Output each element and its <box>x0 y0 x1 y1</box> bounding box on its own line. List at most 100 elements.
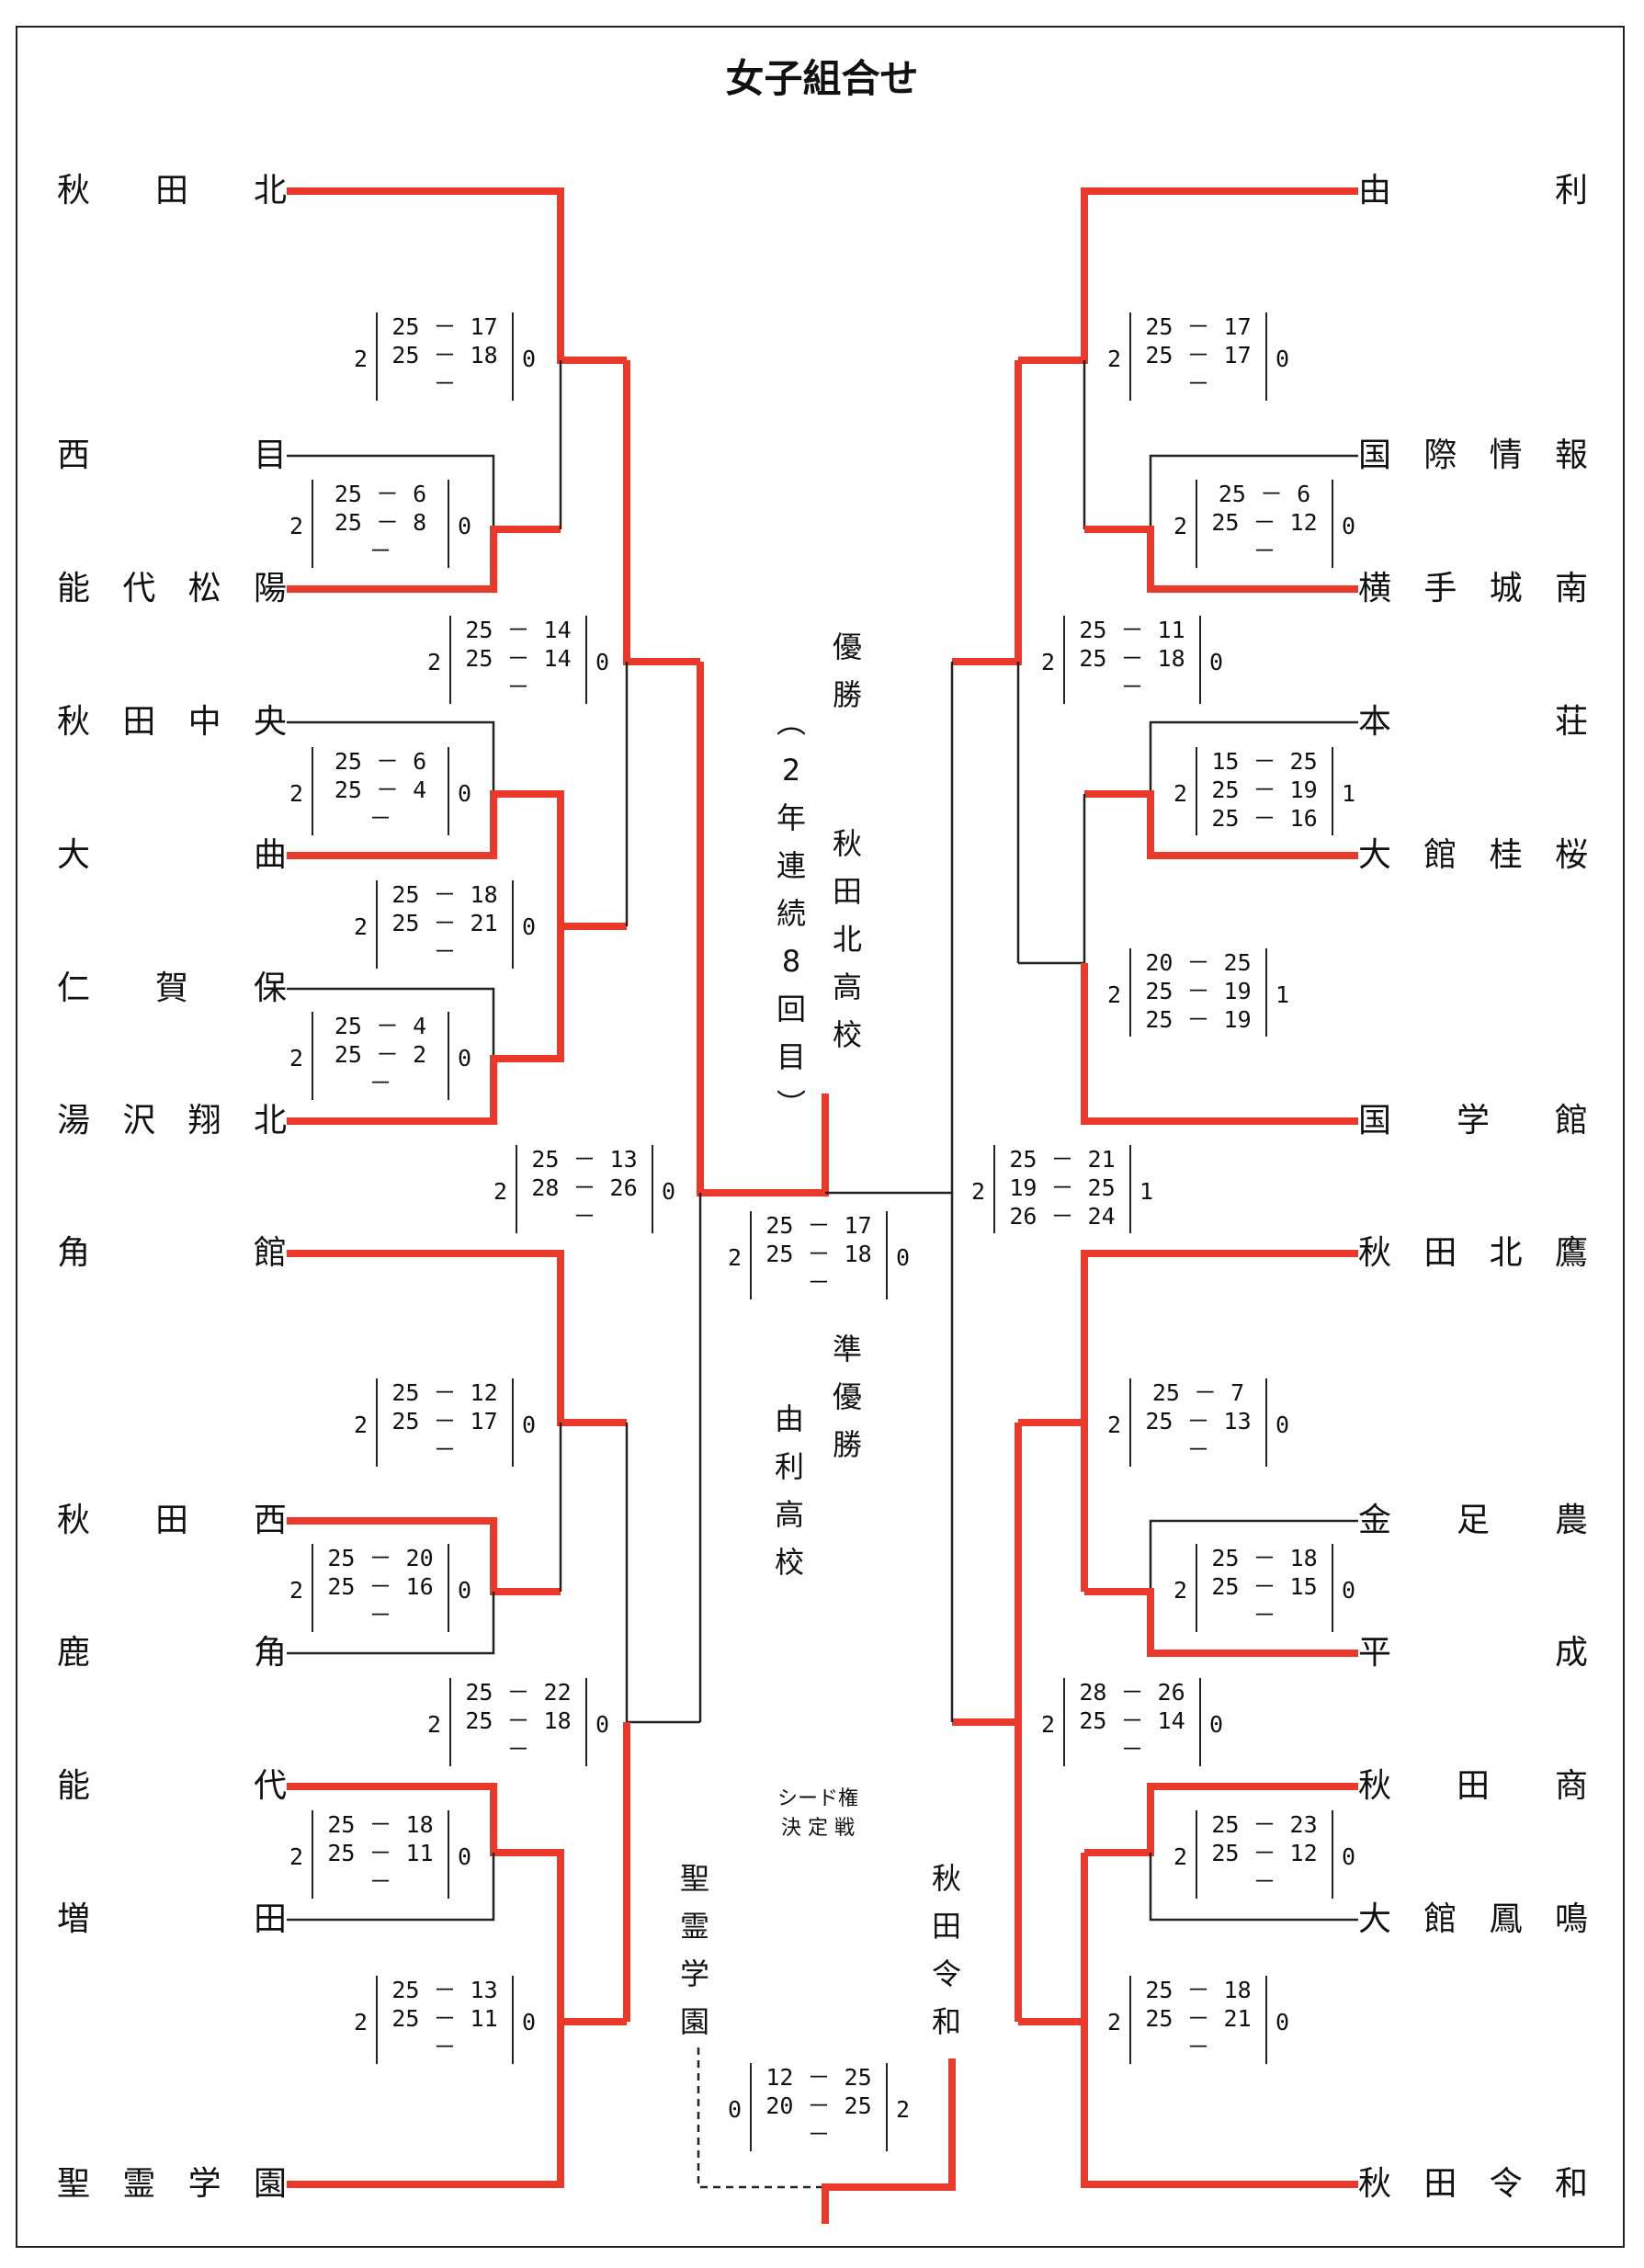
set-score: － <box>368 538 392 564</box>
team-char: 鹿 <box>57 1634 91 1672</box>
set-score: 25 － 6 <box>334 481 427 507</box>
set-score: 25 － 19 <box>1145 978 1252 1004</box>
set-score: 25 － 18 <box>465 1707 572 1734</box>
set-score: 25 － 16 <box>1211 805 1318 832</box>
vchar: 校 <box>775 1545 805 1580</box>
team-char: 田 <box>1423 1234 1457 1272</box>
bracket-line <box>1149 454 1358 529</box>
sets-won-right: 1 <box>1139 1178 1154 1205</box>
winner-line <box>1018 1853 1088 2025</box>
set-score: 25 － 17 <box>391 313 498 340</box>
team-char: 鷹 <box>1554 1234 1588 1272</box>
left-team-7: 角館 <box>57 1232 287 1275</box>
winner-line <box>623 360 700 665</box>
team-char: 田 <box>253 1900 287 1938</box>
sets-won-right: 0 <box>522 2009 537 2036</box>
sets-won-left: 2 <box>426 649 441 675</box>
champion-team: 秋田北高校 <box>833 820 862 1059</box>
set-score: 25 － 18 <box>327 1811 434 1838</box>
right-team-10: 大館鳳鳴 <box>1358 1899 1588 1941</box>
sets-won-right: 1 <box>1342 780 1356 807</box>
team-char: 大 <box>57 836 91 874</box>
sets-won-right: 0 <box>595 649 610 675</box>
left-team-1: 西目 <box>57 435 287 477</box>
set-score: － <box>573 1203 596 1230</box>
set-score: 25 － 20 <box>327 1545 434 1571</box>
set-score: 12 － 25 <box>765 2064 872 2091</box>
team-char: 田 <box>1423 2165 1457 2203</box>
sets-won-left: 2 <box>1106 346 1121 372</box>
vchar: 勝 <box>833 677 863 712</box>
vchar: 高 <box>833 970 863 1004</box>
set-score: 25 － 18 <box>1211 1545 1318 1571</box>
set-score: 25 － 14 <box>1079 1707 1185 1734</box>
team-char: 鳴 <box>1554 1900 1588 1938</box>
sets-won-left: 2 <box>1040 649 1055 675</box>
set-score: － <box>1253 1602 1276 1628</box>
sets-won-right: 0 <box>1276 2009 1290 2036</box>
team-char: 秋 <box>57 172 91 210</box>
vchar: 秋 <box>932 1861 962 1896</box>
team-char: 横 <box>1358 570 1392 607</box>
set-score: － <box>1253 538 1276 564</box>
right-team-4: 大館桂桜 <box>1358 834 1588 877</box>
set-score: － <box>506 1736 530 1763</box>
sets-won-right: 0 <box>458 1045 472 1072</box>
team-char: 足 <box>1456 1502 1490 1539</box>
right-team-0: 由利 <box>1358 170 1588 212</box>
winner-line <box>952 1423 1022 1726</box>
winner-line <box>287 187 627 364</box>
sets-won-left: 2 <box>1040 1711 1055 1738</box>
team-char: 館 <box>1423 1900 1457 1938</box>
set-score: － <box>506 674 530 700</box>
set-score: － <box>368 1868 392 1895</box>
right-team-6: 秋田北鷹 <box>1358 1232 1588 1275</box>
left-team-2: 能代松陽 <box>57 568 287 610</box>
team-char: 増 <box>57 1900 91 1938</box>
left-team-12: 聖霊学園 <box>57 2163 287 2206</box>
set-score: 28 － 26 <box>1079 1679 1185 1706</box>
set-score: － <box>368 1070 392 1096</box>
sets-won-left: 2 <box>289 1577 303 1604</box>
seed-team-right: 秋田令和 <box>932 1854 961 2046</box>
set-score: 25 － 16 <box>327 1573 434 1600</box>
team-char: 秋 <box>1358 2165 1392 2203</box>
set-score: 25 － 13 <box>391 1977 498 2003</box>
winner-line <box>952 360 1022 665</box>
seed-label: シード権 決 定 戦 <box>763 1785 873 1843</box>
team-char: 能 <box>57 1767 91 1805</box>
team-char: 角 <box>253 1634 287 1672</box>
team-char: 代 <box>122 570 156 607</box>
team-char: 秋 <box>1358 1767 1392 1805</box>
set-score: 25 － 12 <box>1211 1840 1318 1866</box>
winner-line <box>287 1250 627 1426</box>
set-score: － <box>1120 674 1144 700</box>
vchar: 年 <box>777 800 807 835</box>
sets-won-right: 0 <box>1342 1843 1356 1870</box>
sets-won-left: 2 <box>1106 981 1121 1008</box>
set-score: 25 － 15 <box>1211 1573 1318 1600</box>
team-char: 曲 <box>253 836 287 874</box>
set-score: － <box>1253 1868 1276 1895</box>
left-team-3: 秋田中央 <box>57 701 287 743</box>
vchar: 校 <box>833 1017 863 1052</box>
bracket-line <box>287 1853 495 1922</box>
set-score: 25 － 21 <box>1009 1146 1116 1173</box>
sets-won-left: 2 <box>289 513 303 539</box>
sets-won-right: 1 <box>1276 981 1290 1008</box>
winner-line <box>1018 1250 1358 1426</box>
sets-won-right: 2 <box>896 2096 911 2123</box>
sets-won-right: 0 <box>458 1577 472 1604</box>
winner-line <box>287 926 564 1125</box>
